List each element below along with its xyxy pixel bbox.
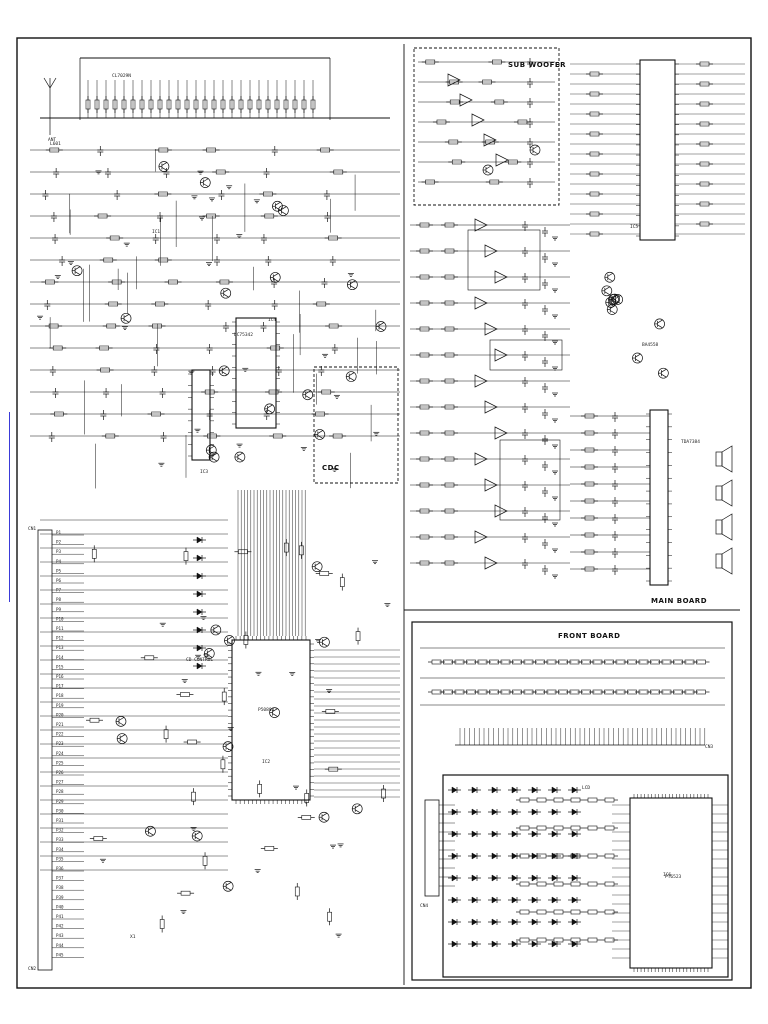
svg-text:P42: P42 <box>56 924 64 929</box>
subwoofer-block-label: SUB WOOFER <box>508 61 567 69</box>
svg-text:P35: P35 <box>56 856 64 861</box>
svg-text:P17: P17 <box>56 684 64 689</box>
cn4-ref: CN4 <box>420 904 429 909</box>
ic5-ref: IC5 <box>630 225 639 230</box>
svg-text:P25: P25 <box>56 760 64 765</box>
ic1-ref: IC1 <box>152 230 161 235</box>
svg-text:P3: P3 <box>56 549 62 554</box>
svg-text:P19: P19 <box>56 703 64 708</box>
svg-text:P41: P41 <box>56 914 64 919</box>
svg-text:P7: P7 <box>56 588 62 593</box>
antenna-ref: ANT <box>48 138 57 143</box>
main-ic-label: P50804 <box>258 708 275 713</box>
svg-text:P15: P15 <box>56 664 64 669</box>
svg-text:P8: P8 <box>56 597 62 602</box>
lcd-ref: LCD <box>582 786 591 791</box>
svg-text:P32: P32 <box>56 828 64 833</box>
svg-text:P24: P24 <box>56 751 64 756</box>
main-board-label: MAIN BOARD <box>651 597 707 605</box>
svg-text:P45: P45 <box>56 952 64 957</box>
cn2-ref: CN2 <box>28 967 37 972</box>
svg-text:P43: P43 <box>56 933 64 938</box>
svg-text:P14: P14 <box>56 655 64 660</box>
cd-control-ref: CD CONTROL <box>186 658 214 663</box>
svg-text:P16: P16 <box>56 674 64 679</box>
ic3-ref: IC3 <box>200 470 209 475</box>
svg-text:P10: P10 <box>56 616 64 621</box>
svg-text:P13: P13 <box>56 645 64 650</box>
ic6-ref: IC6 <box>663 873 672 878</box>
regulator-chip-label: BA4558 <box>642 343 659 348</box>
svg-text:P33: P33 <box>56 837 64 842</box>
svg-text:P27: P27 <box>56 780 64 785</box>
front-board-label: FRONT BOARD <box>558 632 621 640</box>
svg-text:P23: P23 <box>56 741 64 746</box>
svg-text:P36: P36 <box>56 866 64 871</box>
ic2-ref: IC2 <box>262 760 271 765</box>
svg-text:P37: P37 <box>56 876 64 881</box>
svg-text:P30: P30 <box>56 808 64 813</box>
svg-text:P44: P44 <box>56 943 64 948</box>
svg-text:P34: P34 <box>56 847 64 852</box>
svg-text:P40: P40 <box>56 904 64 909</box>
svg-text:P12: P12 <box>56 636 64 641</box>
svg-text:P29: P29 <box>56 799 64 804</box>
svg-text:P20: P20 <box>56 712 64 717</box>
svg-text:P21: P21 <box>56 722 64 727</box>
x1-ref: X1 <box>130 935 136 940</box>
svg-text:P6: P6 <box>56 578 62 583</box>
svg-text:P26: P26 <box>56 770 64 775</box>
svg-text:P31: P31 <box>56 818 64 823</box>
svg-text:P1: P1 <box>56 530 62 535</box>
svg-text:P11: P11 <box>56 626 64 631</box>
cn1-ref: CN1 <box>28 527 37 532</box>
audio-chip-label: LC75342 <box>234 333 253 338</box>
svg-text:P2: P2 <box>56 540 62 545</box>
svg-text:P38: P38 <box>56 885 64 890</box>
svg-text:P4: P4 <box>56 559 62 564</box>
front-ic-label: PT6523 <box>665 875 682 880</box>
svg-text:P5: P5 <box>56 568 62 573</box>
svg-text:P39: P39 <box>56 895 64 900</box>
ic4-ref: IC4 <box>268 318 277 323</box>
scan-edge-mark <box>9 412 10 602</box>
svg-text:P9: P9 <box>56 607 62 612</box>
l601-ref: L601 <box>50 142 61 147</box>
svg-text:P22: P22 <box>56 732 64 737</box>
svg-text:P18: P18 <box>56 693 64 698</box>
cdc-block-label: CDC <box>322 464 340 472</box>
cn3-ref: CN3 <box>705 745 714 750</box>
tuner-chip-label: CL7029N <box>112 74 131 79</box>
svg-text:P28: P28 <box>56 789 64 794</box>
amp-chip-label: TDA7384 <box>681 440 700 445</box>
